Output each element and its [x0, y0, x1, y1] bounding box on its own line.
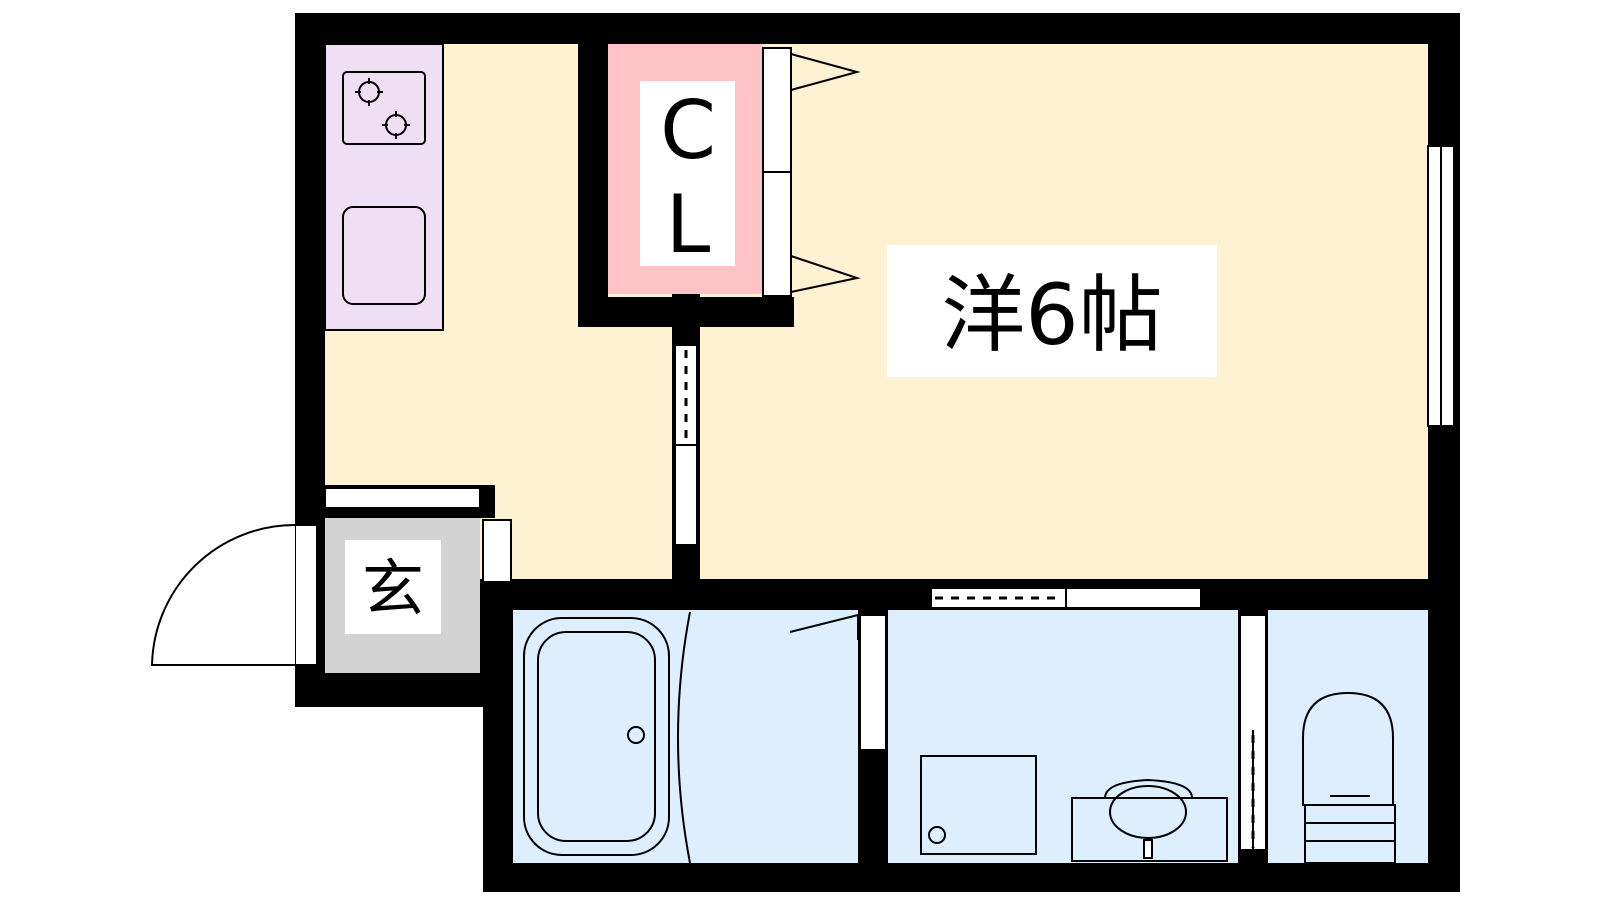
door-dashes: [684, 350, 1255, 848]
entrance-top-opening: [324, 487, 481, 509]
front-door: [294, 524, 318, 666]
bath-door: [859, 614, 887, 751]
washroom-fixtures: [920, 755, 1228, 862]
kitchen-sink: [342, 206, 426, 305]
bathtub: [523, 617, 670, 856]
room-labels: 洋6帖 C L 玄: [345, 81, 1217, 634]
washroom-floor: [888, 610, 1238, 863]
front-door-swing: [150, 524, 296, 666]
toilet-floor: [1268, 610, 1428, 863]
bathtub-inner: [537, 631, 656, 842]
door-swings: [150, 53, 861, 666]
bath-curtain: [677, 611, 691, 864]
burner-icon: [382, 111, 410, 139]
entrance-label: 玄: [362, 552, 424, 625]
openings: [294, 47, 1455, 851]
main-room-label: 洋6帖: [941, 266, 1162, 364]
closet-wall-left: [578, 44, 608, 327]
main-room-label-bg: [887, 245, 1217, 377]
stove: [342, 71, 426, 145]
bath-fixtures: [523, 611, 691, 864]
vanity: [1071, 797, 1228, 862]
burner-icon: [355, 78, 383, 106]
pan-drain: [928, 826, 946, 844]
entrance-label-bg: [345, 540, 441, 634]
closet-label-bg: [640, 81, 735, 266]
closet-label-top: C: [660, 84, 716, 177]
bathtub-drain: [627, 726, 645, 744]
entrance-side-opening: [482, 519, 512, 583]
basin: [1104, 778, 1193, 799]
toilet-bowl: [1302, 691, 1394, 806]
closet-label-bottom: L: [666, 178, 711, 271]
toilet-fixture: [1302, 691, 1396, 864]
kitchen-fixtures: [342, 71, 426, 305]
washing-machine-pan: [920, 755, 1037, 855]
toilet-tank-base: [1304, 840, 1396, 864]
bath-floor: [513, 610, 858, 863]
